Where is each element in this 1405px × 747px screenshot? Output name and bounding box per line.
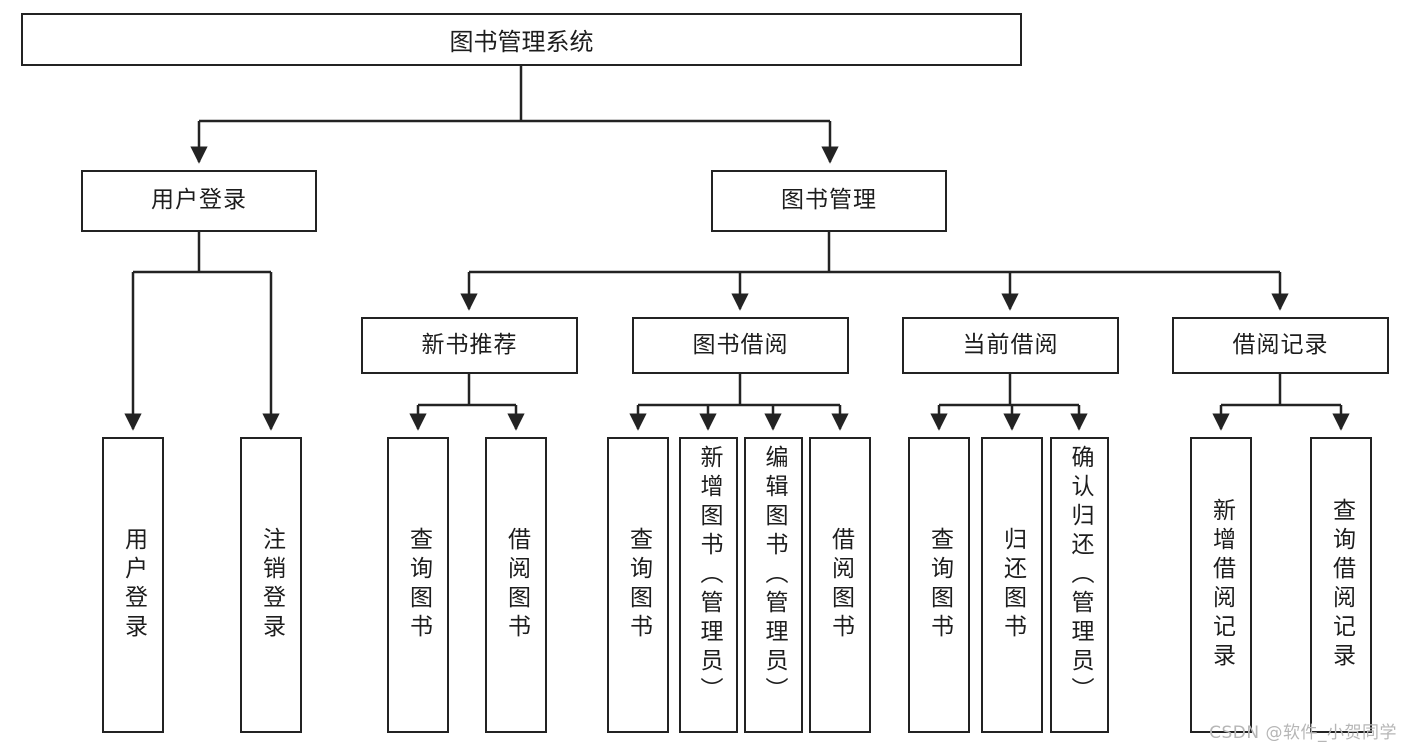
node-leaf-edit-book-label: 编辑图书（管理员）	[761, 445, 787, 706]
node-leaf-confirm-return[interactable]: 确认归还（管理员）	[1050, 437, 1109, 733]
node-leaf-query-book-3[interactable]: 查询图书	[908, 437, 970, 733]
node-leaf-user-login-label: 用户登录	[120, 527, 147, 643]
node-leaf-logout[interactable]: 注销登录	[240, 437, 302, 733]
node-book-borrow-label: 图书借阅	[692, 331, 789, 358]
node-leaf-query-record[interactable]: 查询借阅记录	[1310, 437, 1372, 733]
node-book-manage-label: 图书管理	[781, 187, 877, 214]
node-root[interactable]: 图书管理系统	[21, 13, 1022, 66]
node-leaf-borrow-book-2-label: 借阅图书	[827, 527, 854, 643]
node-current-borrow[interactable]: 当前借阅	[902, 317, 1119, 374]
node-new-book-rec-label: 新书推荐	[421, 331, 518, 358]
node-leaf-return-book[interactable]: 归还图书	[981, 437, 1043, 733]
node-new-book-rec[interactable]: 新书推荐	[361, 317, 578, 374]
node-user-login[interactable]: 用户登录	[81, 170, 317, 232]
node-borrow-record-label: 借阅记录	[1232, 331, 1329, 358]
node-leaf-logout-label: 注销登录	[258, 527, 285, 643]
node-leaf-borrow-book-2[interactable]: 借阅图书	[809, 437, 871, 733]
node-leaf-borrow-book-1[interactable]: 借阅图书	[485, 437, 547, 733]
node-borrow-record[interactable]: 借阅记录	[1172, 317, 1389, 374]
node-leaf-add-book[interactable]: 新增图书（管理员）	[679, 437, 738, 733]
node-leaf-query-book-1[interactable]: 查询图书	[387, 437, 449, 733]
node-leaf-query-book-2[interactable]: 查询图书	[607, 437, 669, 733]
node-current-borrow-label: 当前借阅	[962, 331, 1059, 358]
node-leaf-return-book-label: 归还图书	[999, 527, 1026, 643]
watermark-text: CSDN @软件_小贺同学	[1209, 723, 1397, 743]
node-leaf-query-record-label: 查询借阅记录	[1328, 498, 1355, 672]
node-leaf-query-book-3-label: 查询图书	[926, 527, 953, 643]
node-leaf-borrow-book-1-label: 借阅图书	[503, 527, 530, 643]
node-leaf-edit-book[interactable]: 编辑图书（管理员）	[744, 437, 803, 733]
node-book-manage[interactable]: 图书管理	[711, 170, 947, 232]
node-leaf-add-record[interactable]: 新增借阅记录	[1190, 437, 1252, 733]
node-user-login-label: 用户登录	[151, 187, 247, 214]
node-book-borrow[interactable]: 图书借阅	[632, 317, 849, 374]
node-root-label: 图书管理系统	[449, 28, 594, 56]
node-leaf-confirm-return-label: 确认归还（管理员）	[1067, 445, 1093, 706]
node-leaf-query-book-1-label: 查询图书	[405, 527, 432, 643]
node-leaf-user-login[interactable]: 用户登录	[102, 437, 164, 733]
node-leaf-add-book-label: 新增图书（管理员）	[696, 445, 722, 706]
node-leaf-query-book-2-label: 查询图书	[625, 527, 652, 643]
node-leaf-add-record-label: 新增借阅记录	[1208, 498, 1235, 672]
